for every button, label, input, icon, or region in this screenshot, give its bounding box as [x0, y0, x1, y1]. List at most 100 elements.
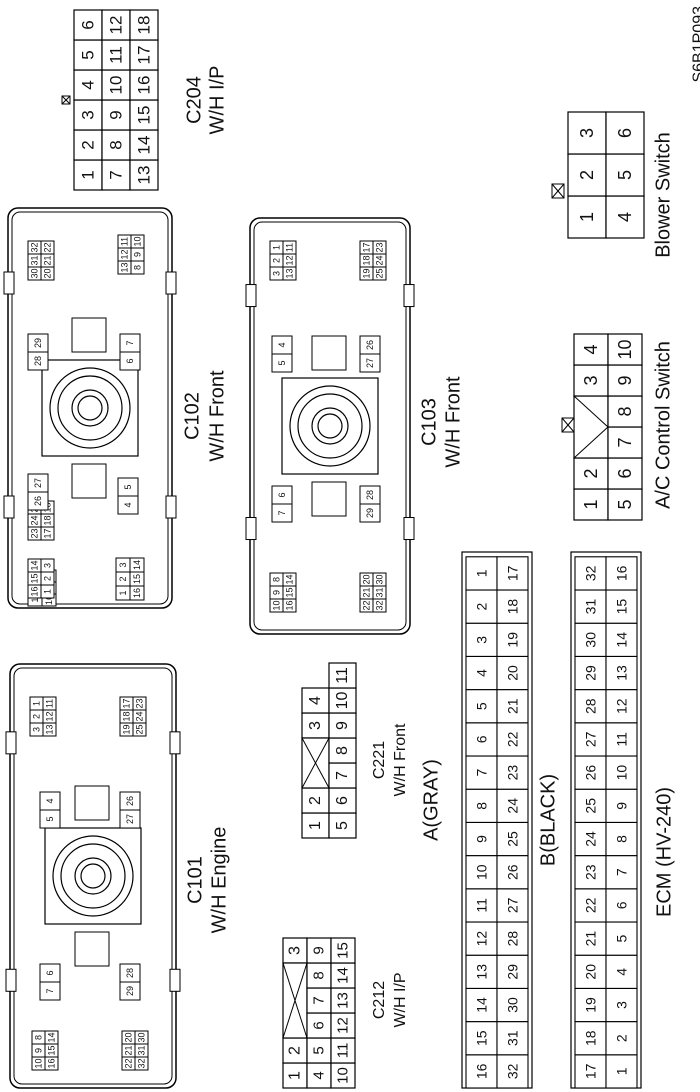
ecm-title: ECM (HV-240) [653, 787, 675, 917]
c103-pin-label: 14 [285, 574, 295, 584]
c103-inner-shell [253, 221, 407, 631]
ac-pin-cell [573, 488, 609, 521]
c101-blank-slot [74, 931, 110, 967]
c103-pin-label: 10 [272, 600, 282, 610]
c102-pin-label: 1 [118, 590, 128, 595]
ecm-a-pin-label: 10 [474, 864, 490, 880]
c102-pin-label: 1 [43, 589, 53, 594]
c102-pin-label: 3 [43, 563, 53, 568]
blower-desc: Blower Switch [652, 132, 674, 258]
ecm-a-pin-label: 7 [474, 768, 490, 776]
c102-latch-tab [165, 271, 177, 295]
ecm-a-pin-label: 18 [505, 599, 521, 615]
c204-pin-label: 2 [79, 140, 98, 149]
c101-boss-ring [60, 843, 126, 909]
c101-pin-label: 22 [124, 1058, 134, 1068]
c103-pin-label: 13 [285, 268, 295, 278]
ecm-b-pin-cell [605, 556, 638, 591]
c101-pin-label: 27 [125, 814, 135, 824]
c103-pin-label: 22 [362, 600, 372, 610]
ecm-a-pin-label: 1 [474, 569, 490, 577]
ac-pin-label: 4 [581, 344, 601, 354]
ecm-b-pin-label: 14 [614, 632, 630, 648]
c102-pin-label: 15 [30, 573, 40, 583]
c101-pin-label: 4 [45, 798, 55, 803]
ac-pin-label: 9 [615, 375, 635, 385]
c102-pin-label: 1 [30, 597, 40, 602]
c103-boss-ring [297, 393, 363, 459]
ecm-b-pin-label: 13 [614, 665, 630, 681]
c212-pin-label: 13 [335, 992, 352, 1009]
c212-pin-label: 2 [287, 1046, 304, 1055]
ac-key-mark [561, 417, 575, 433]
c221-pin-label: 11 [334, 667, 351, 684]
c102-pin-label: 22 [43, 242, 53, 252]
c212-desc: W/H I/P [392, 972, 409, 1027]
ecm-a-pin-label: 14 [474, 997, 490, 1013]
c102-pin-label: 16 [30, 586, 40, 596]
ecm-b-pin-label: 6 [614, 901, 630, 909]
ecm-a-pin-cell [465, 722, 498, 757]
c101-latch-tab [169, 968, 181, 992]
c102-pin-cell [27, 333, 49, 353]
c103-housing: 3211312111918172524235427267629281098161… [245, 217, 415, 635]
ecm-b-pin-cell [574, 987, 607, 1023]
blower-pin-cell [567, 195, 607, 239]
ecm-a-pin-label: 28 [505, 931, 521, 947]
ecm-b-pin-label: 28 [583, 698, 599, 714]
ecm-b-pin-cell [605, 954, 638, 989]
ecm-a-pin-label: 12 [474, 931, 490, 947]
c103-pin-label: 3 [272, 271, 282, 276]
c102-code: C102 [181, 392, 203, 440]
c212-pin-label: 6 [311, 1021, 328, 1029]
c103-boss-ring [317, 413, 343, 439]
c102-housing: 1231615141231615141615141232324251718183… [3, 207, 177, 609]
c101-boss-ring [80, 863, 106, 889]
c101-pin-label: 5 [45, 816, 55, 821]
ecm-b-pin-label: 9 [614, 802, 630, 810]
c204-pin-label: 15 [135, 106, 154, 125]
c101-pin-label: 24 [135, 711, 145, 721]
ecm-b-pin-cell [574, 954, 607, 989]
c212-pin-label: 14 [335, 967, 352, 984]
connector-ecm: 1615141312111098765432132313029282726252… [420, 551, 675, 1089]
c102-pin-label: 2 [118, 576, 128, 581]
ecm-b-pin-label: 23 [583, 864, 599, 880]
c221-pin-label: 7 [334, 771, 351, 780]
c103-pin-cell [372, 572, 387, 587]
c103-boss-frame [281, 377, 379, 475]
ac-pin-cell [607, 395, 643, 428]
ecm-a-pin-label: 22 [505, 731, 521, 747]
ac-pin-cell [573, 457, 609, 490]
c204-pin-cell [101, 9, 131, 41]
c204-pin-label: 9 [107, 110, 126, 119]
c103-pin-cell [372, 240, 387, 255]
c103-blank-slot [311, 335, 347, 371]
c221-pin-cell [328, 662, 357, 689]
c221-pin-cell [328, 762, 357, 789]
c101-pin-label: 20 [124, 1032, 134, 1042]
c102-latch-tab [165, 495, 177, 519]
c221-desc: W/H Front [392, 723, 409, 796]
c204-pin-label: 4 [79, 80, 98, 89]
c102-pin-label: 23 [30, 528, 40, 538]
ecm-b-pin-cell [605, 755, 638, 790]
ecm-a-pin-cell [496, 987, 529, 1023]
c103-boss-ring [311, 407, 349, 445]
c101-pin-label: 32 [137, 1058, 147, 1068]
c204-pin-label: 8 [107, 140, 126, 149]
c103-pin-label: 6 [277, 492, 287, 497]
c102-pin-cell [40, 558, 55, 573]
c101-pin-label: 15 [47, 1045, 57, 1055]
ecm-b-pin-label: 20 [583, 964, 599, 980]
c204-pin-label: 5 [79, 50, 98, 59]
c102-pin-label: 24 [30, 515, 40, 525]
ecm-a-pin-label: 11 [474, 898, 490, 913]
c212-pin-label: 5 [311, 1046, 328, 1054]
c101-boss-ring [52, 835, 134, 917]
c103-pin-label: 9 [272, 590, 282, 595]
ecm-a-pin-label: 20 [505, 665, 521, 681]
ecm-b-pin-label: 7 [614, 868, 630, 876]
